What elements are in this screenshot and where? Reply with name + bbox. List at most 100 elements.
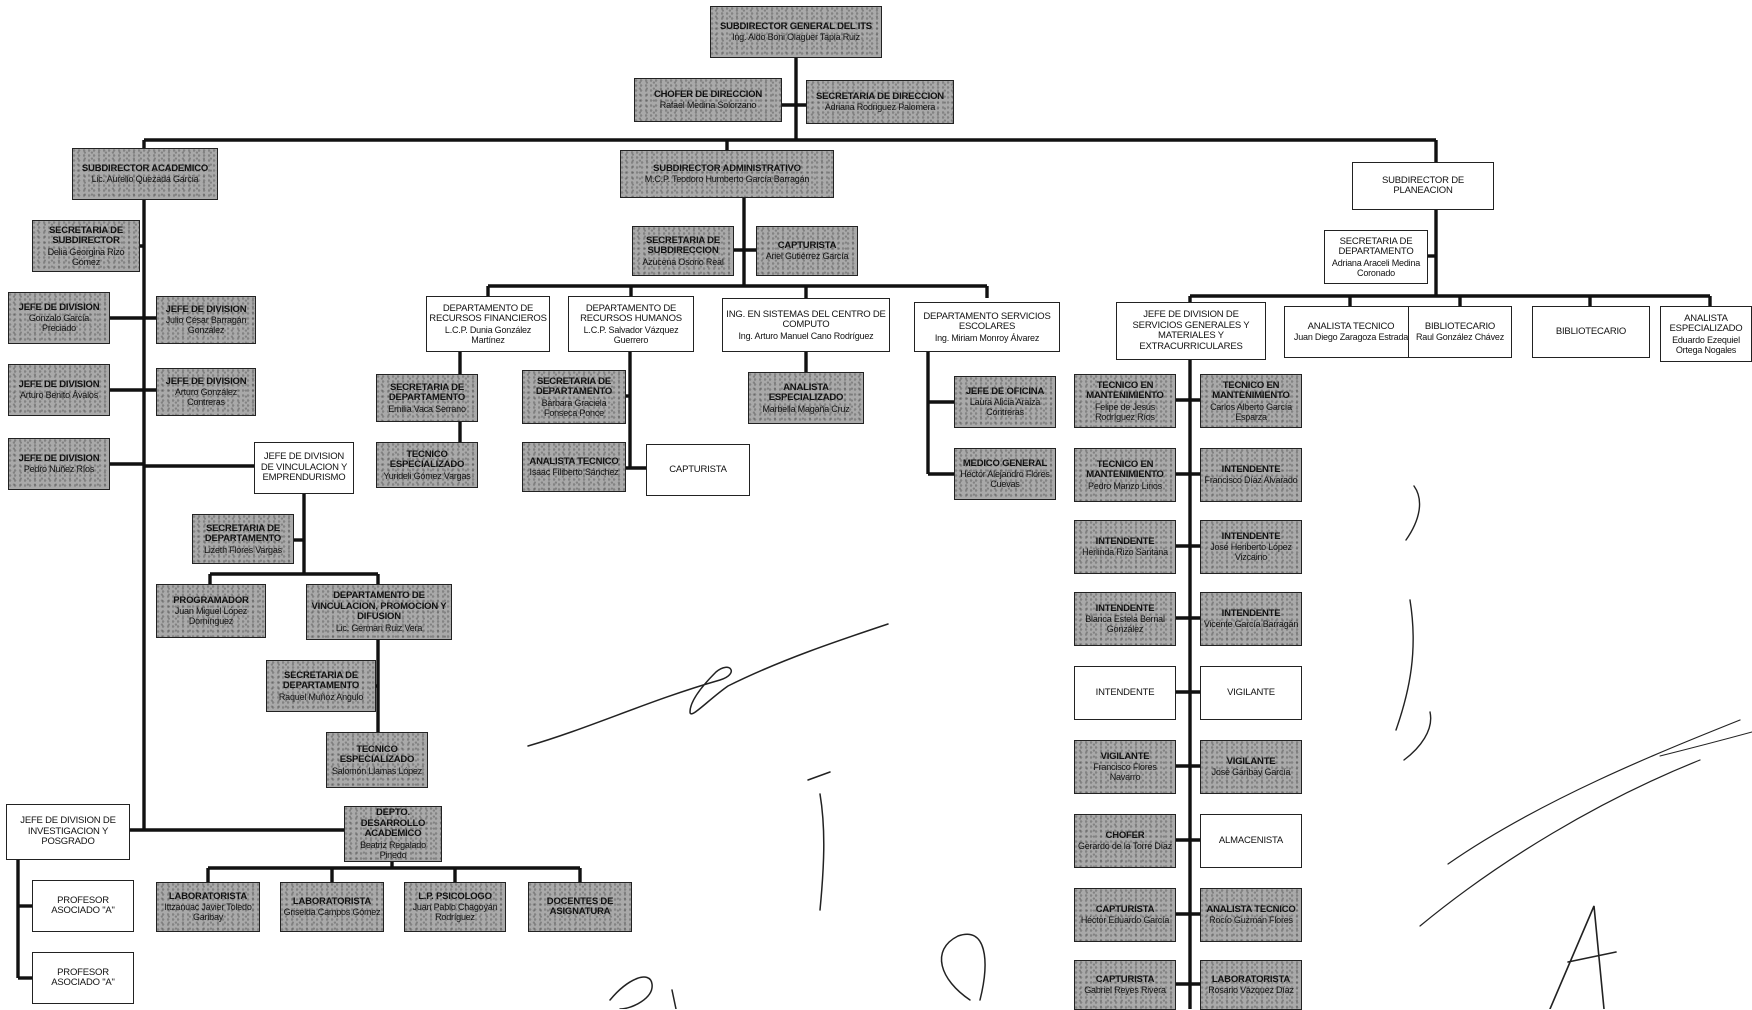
org-box-subdirector-planeacion: SUBDIRECTOR DE PLANEACION: [1352, 162, 1494, 210]
signature-stroke: [807, 771, 831, 911]
org-box-title: INTENDENTE: [1095, 686, 1155, 698]
org-box-capturista-rh: CAPTURISTA: [646, 444, 750, 496]
org-box-title: TECNICO ESPECIALIZADO: [389, 448, 465, 470]
org-box-title: DEPARTAMENTO SERVICIOS ESCOLARES: [923, 310, 1051, 332]
org-box-name: Gerardo de la Torre Díaz: [1077, 841, 1173, 852]
org-box-title: LABORATORISTA: [292, 895, 372, 907]
org-box-title: JEFE DE DIVISION: [165, 375, 247, 387]
org-box-name: Ariel Gutiérrez García: [765, 251, 849, 262]
signature-stroke: [527, 623, 889, 747]
org-box-name: Azucena Osorio Real: [642, 256, 724, 267]
org-box-name: Blanca Estela Bernal González: [1085, 614, 1165, 635]
org-box-title: SUBDIRECTOR ACADEMICO: [81, 162, 209, 174]
org-box-title: L.P. PSICOLOGO: [418, 890, 492, 902]
org-box-name: Ing. Arturo Manuel Cano Rodríguez: [738, 330, 874, 341]
org-box-title: SECRETARIA DE DEPARTAMENTO: [282, 669, 360, 691]
org-box-name: Rafael Medina Solorzano: [659, 100, 757, 111]
org-box-name: L.C.P. Salvador Vázquez Guerrero: [583, 324, 679, 345]
org-box-name: Lic. German Ruiz Vera: [335, 622, 423, 633]
org-box-name: Raquel Muñoz Angulo: [278, 691, 364, 702]
org-box-name: Pedro Nuñez Ríos: [23, 464, 95, 475]
org-box-title: JEFE DE DIVISION DE INVESTIGACION Y POSG…: [20, 815, 116, 848]
signature-stroke: [940, 933, 986, 1001]
org-box-almacenista: ALMACENISTA: [1200, 814, 1302, 868]
org-box-name: Julio César Barragán González: [165, 315, 247, 336]
org-box-name: Herlinda Rizo Santana: [1082, 547, 1168, 558]
org-box-jefe-investigacion: JEFE DE DIVISION DE INVESTIGACION Y POSG…: [6, 804, 130, 860]
org-box-name: Bárbara Graciela Fonseca Ponce: [541, 397, 607, 418]
org-box-name: Ittzanuac Javier Toledo Garibay: [164, 902, 252, 923]
org-box-title: DEPARTAMENTO DE VINCULACION, PROMOCION Y…: [311, 590, 447, 623]
org-box-title: SECRETARIA DE DEPARTAMENTO: [204, 522, 282, 544]
org-box-title: DEPARTAMENTO DE RECURSOS HUMANOS: [580, 302, 682, 324]
org-box-name: M.C.P. Teodoro Humberto García Barragán: [644, 174, 810, 185]
org-box-title: SECRETARIA DE SUBDIRECCION: [646, 234, 720, 256]
org-box-title: JEFE DE OFICINA: [965, 385, 1045, 397]
org-box-name: Rocío Guzmán Flores: [1209, 915, 1293, 926]
org-box-docentes-asignatura: DOCENTES DE ASIGNATURA: [528, 882, 632, 932]
org-box-title: PROFESOR ASOCIADO "A": [51, 894, 115, 916]
org-box-title: CHOFER: [1105, 829, 1145, 841]
org-box-name: Adriana Rodriguez Palomera: [824, 102, 936, 113]
org-box-name: Adriana Araceli Medina Coronado: [1331, 257, 1421, 278]
signature-stroke: [1549, 905, 1617, 1009]
org-box-vigilante-1: VIGILANTE: [1200, 666, 1302, 720]
org-box-title: SUBDIRECTOR ADMINISTRATIVO: [653, 162, 801, 174]
org-box-name: Laura Alicia Araiza Contreras: [969, 397, 1041, 418]
org-box-name: Héctor Eduardo García: [1080, 915, 1170, 926]
org-box-title: DOCENTES DE ASIGNATURA: [546, 895, 614, 917]
org-box-title: SECRETARIA DE DEPARTAMENTO: [1338, 235, 1414, 257]
org-box-name: Carlos Alberto García Esparza: [1210, 401, 1292, 422]
org-box-name: Arturo Benito Ávalos: [19, 390, 99, 401]
org-box-name: Lizeth Flores Vargas: [204, 544, 282, 555]
org-box-title: PROFESOR ASOCIADO "A": [51, 966, 115, 988]
org-box-name: Vicente García Barragán: [1203, 619, 1299, 630]
org-box-name: Arturo González Contreras: [174, 387, 238, 408]
org-box-name: Pedro Manzo Lirios: [1088, 480, 1162, 491]
signature-stroke: [609, 976, 677, 1009]
org-box-title: JEFE DE DIVISION: [18, 452, 100, 464]
org-box-title: ANALISTA TECNICO: [1307, 320, 1395, 332]
org-box-title: DEPTO. DESARROLLO ACADEMICO: [360, 807, 426, 840]
org-box-title: DEPARTAMENTO DE RECURSOS FINANCIEROS: [429, 302, 547, 324]
org-box-title: VIGILANTE: [1226, 755, 1276, 767]
org-box-name: Juan Pablo Chagoyán Rodríguez: [412, 902, 498, 923]
org-box-name: Lic. Aurelio Quezada Garcia: [91, 174, 199, 185]
org-box-name: Isaac Filiberto Sánchez: [529, 467, 619, 478]
org-box-name: Eduardo Ezequiel Ortega Nogales: [1672, 334, 1740, 355]
